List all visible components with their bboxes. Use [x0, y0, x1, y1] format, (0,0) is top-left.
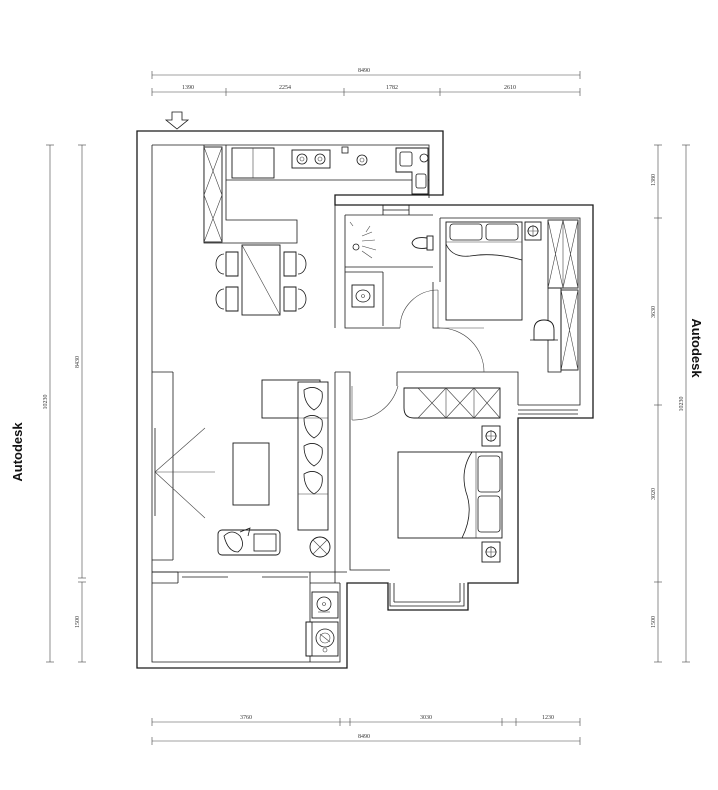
top-dim-2: 2254	[279, 85, 291, 91]
right-dim-1: 1380	[651, 174, 657, 186]
autodesk-label-right: Autodesk	[689, 318, 704, 378]
toilet-tank	[426, 235, 434, 251]
sofa	[297, 381, 329, 531]
bedroom-1	[445, 219, 579, 373]
left-lower-dim: 1500	[75, 616, 81, 628]
bottom-dim-3: 1230	[542, 715, 554, 721]
right-dim-2: 3630	[651, 306, 657, 318]
living-room	[217, 379, 331, 558]
balcony-laundry	[305, 591, 339, 657]
door-swings	[154, 289, 485, 519]
bathroom	[345, 221, 434, 326]
washing-machine-icon	[305, 621, 339, 657]
kitchen	[203, 145, 429, 244]
bottom-dim-2: 3030	[420, 715, 432, 721]
right-outer-dim: 10230	[679, 397, 685, 412]
toilet-icon	[411, 237, 428, 249]
tall-cabinet	[203, 146, 223, 243]
top-dim-1: 1390	[182, 85, 194, 91]
right-dim-4: 1500	[651, 616, 657, 628]
gas-meter-icon	[356, 154, 368, 166]
double-bed-1	[445, 221, 523, 321]
wardrobe-2	[403, 387, 501, 419]
right-dimension-lines: 10230 1380 3630 3020 1500	[651, 144, 690, 663]
bottom-total-dim: 8490	[358, 734, 370, 740]
left-outer-dim: 10230	[43, 395, 49, 410]
double-bed-2	[397, 451, 503, 539]
right-dim-3: 3020	[651, 488, 657, 500]
washbasin-icon	[351, 284, 375, 308]
desk-chair	[533, 319, 555, 341]
bedroom-2	[397, 387, 503, 563]
armchair	[217, 529, 281, 556]
top-dim-3: 1782	[386, 85, 398, 91]
top-dim-4: 2610	[504, 85, 516, 91]
top-total-dim: 8490	[358, 68, 370, 74]
left-dimension-lines: 10230 8430 1500	[43, 144, 86, 663]
laundry-sink-icon	[311, 591, 339, 619]
shower-icon	[352, 243, 360, 251]
bottom-dimension-lines: 3760 3030 1230 8490	[151, 715, 581, 745]
coffee-table	[232, 442, 270, 506]
autodesk-label-left: Autodesk	[10, 422, 25, 482]
entry-arrow-icon	[164, 111, 190, 130]
bottom-dim-1: 3760	[240, 715, 252, 721]
stove-icon	[291, 149, 331, 169]
top-dimension-lines: 8490 1390 2254 1782 2610	[151, 68, 581, 96]
left-inner-dim: 8430	[75, 356, 81, 368]
dining-set	[215, 244, 307, 316]
